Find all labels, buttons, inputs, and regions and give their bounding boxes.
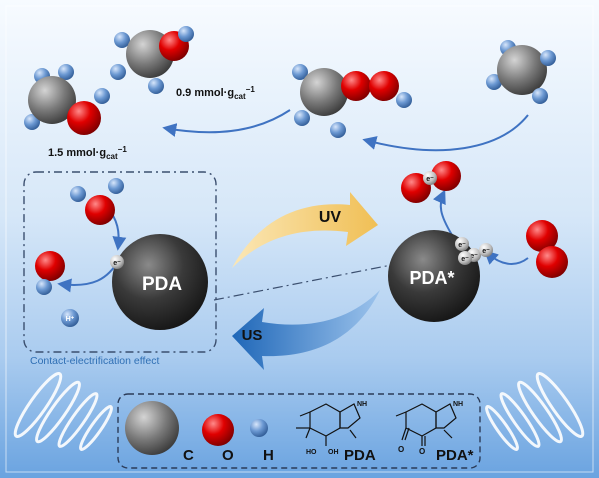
hydrogen-atom [532, 88, 548, 104]
legend-carbon: C [125, 401, 194, 464]
contact-electrification-box [23, 171, 217, 353]
methane-molecule [486, 40, 556, 104]
hydrogen-atom [148, 78, 164, 94]
carbon-atom [300, 68, 348, 116]
pda-sphere [112, 234, 208, 330]
pda-ho-label: HO [306, 449, 317, 456]
hydrogen-atom [114, 32, 130, 48]
oxygen-atom [67, 101, 101, 135]
carbon-atom [28, 76, 76, 124]
legend-hydrogen-ball [250, 419, 268, 437]
oxygen-atom [85, 195, 115, 225]
electron [458, 251, 472, 265]
us-label: US [242, 327, 263, 344]
svg-text:e⁻: e⁻ [458, 242, 466, 249]
hydrogen-atom [24, 114, 40, 130]
legend-carbon-ball [125, 401, 179, 455]
legend-oxygen-ball [202, 414, 234, 446]
oxygen-atom [526, 220, 558, 252]
ultrasound-waves-left [13, 372, 113, 451]
legend-oxygen-label: O [222, 447, 234, 464]
hydrogen-atom [486, 74, 502, 90]
oxygen-molecule [526, 220, 568, 278]
hydrogen-atom [94, 88, 110, 104]
hydrogen-atom [178, 26, 194, 42]
flow-arrow-to-methanol [162, 109, 291, 137]
pda-structure [296, 403, 361, 446]
hydrogen-atom [330, 122, 346, 138]
legend-box [117, 393, 481, 469]
electron [455, 237, 469, 251]
hydrogen-atom [396, 92, 412, 108]
frame [5, 5, 594, 473]
pda-electron [110, 255, 124, 269]
oxygen-atom [431, 161, 461, 191]
uv-label: UV [319, 209, 342, 226]
methanol-rate: 1.5 mmol·gcat−1 [48, 145, 127, 161]
oxygen-atom [536, 246, 568, 278]
legend-pda-label: PDA [344, 447, 376, 464]
oxygen-atom [369, 71, 399, 101]
hydroxyl-species-top [70, 178, 124, 225]
proton: H⁺ [61, 309, 79, 327]
pda-star-o1-label: O [398, 445, 404, 454]
pda-star-nh-label: NH [453, 401, 463, 408]
hydrogen-atom [58, 64, 74, 80]
oxygen-atom [341, 71, 371, 101]
legend-pda-star-label: PDA* [436, 447, 474, 464]
legend-hydrogen: H [250, 419, 274, 464]
oxygen-atom [35, 251, 65, 281]
hydroxyl-species-left [35, 251, 65, 295]
pda-electron-label: e⁻ [113, 260, 121, 267]
methylperoxy-molecule [292, 64, 412, 138]
contact-electrification-caption: Contact-electrification effect [30, 355, 159, 367]
svg-text:e⁻: e⁻ [470, 253, 478, 260]
pda-star-o2-label: O [419, 447, 425, 456]
pda-star-sphere-label: PDA* [409, 268, 454, 288]
formic-rate: 0.9 mmol·gcat−1 [176, 85, 255, 101]
carbon-atom [497, 45, 547, 95]
hydrogen-atom [108, 178, 124, 194]
legend-oxygen: O [202, 414, 234, 464]
hydrogen-atom [292, 64, 308, 80]
hydrogen-atom [540, 50, 556, 66]
pda-sphere-label: PDA [142, 274, 182, 295]
electron-label: e⁻ [426, 176, 434, 183]
pda-star-structure [395, 403, 457, 446]
pda-star-sphere [388, 230, 480, 322]
proton-ball [61, 309, 79, 327]
flow-arrow-ch4-to-intermediate [362, 114, 529, 152]
hydrogen-atom [110, 64, 126, 80]
flow-arrow-o2-activation [432, 189, 453, 236]
electron [479, 243, 493, 257]
us-arrow [232, 290, 380, 370]
activated-oxygen: e⁻ [401, 161, 461, 203]
ultrasound-waves-right [485, 372, 585, 451]
hydrogen-atom [70, 186, 86, 202]
hydrogen-atom [294, 110, 310, 126]
svg-text:e⁻: e⁻ [461, 256, 469, 263]
pda-nh-label: NH [357, 401, 367, 408]
pda-oh-label: OH [328, 449, 339, 456]
proton-label: H⁺ [66, 316, 75, 323]
pda-star-electrons: e⁻ e⁻ e⁻ e⁻ [455, 237, 493, 265]
legend-carbon-label: C [183, 447, 194, 464]
legend-hydrogen-label: H [263, 447, 274, 464]
methanol-molecule [24, 64, 110, 135]
electron [423, 171, 437, 185]
formic-molecule [110, 26, 194, 94]
uv-arrow [232, 192, 378, 268]
svg-text:e⁻: e⁻ [482, 248, 490, 255]
hydrogen-atom [36, 279, 52, 295]
